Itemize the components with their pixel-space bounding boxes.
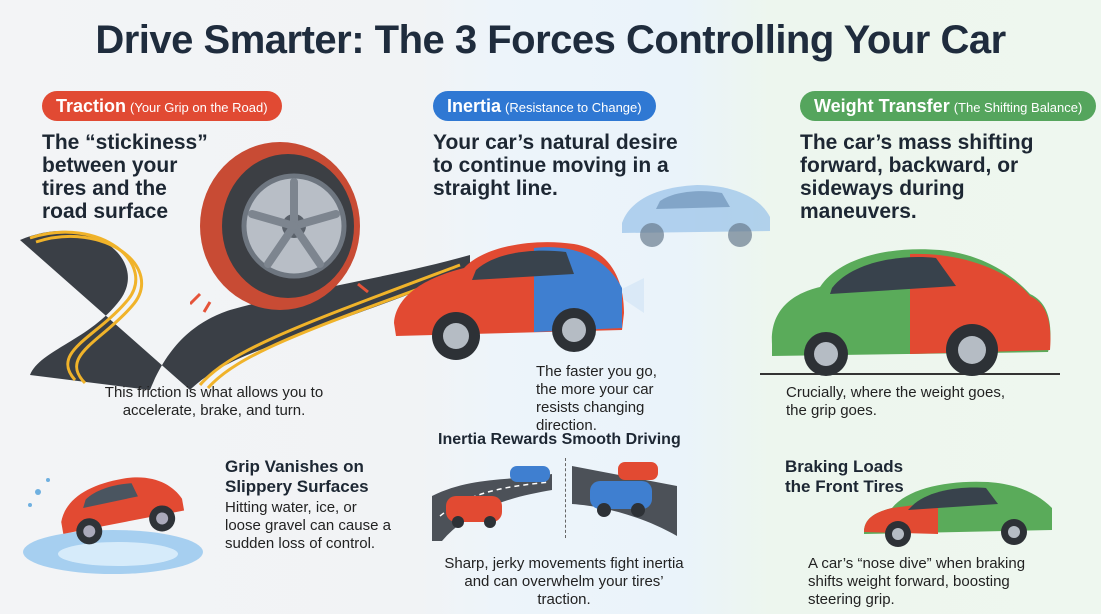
inertia-caption: The faster you go, the more your car res… (536, 363, 657, 434)
inertia-tip-text: Sharp, jerky movements fight inertia and… (444, 555, 684, 608)
weight-transfer-tip-title: Braking Loads the Front Tires (785, 457, 904, 496)
road-icon (20, 230, 470, 390)
weight-transfer-name: Weight Transfer (814, 96, 950, 116)
traction-tip-title: Grip Vanishes on Slippery Surfaces (225, 457, 369, 496)
road-icon (432, 462, 677, 541)
car-icon (760, 249, 1060, 376)
inertia-tip-title: Inertia Rewards Smooth Driving (438, 431, 681, 448)
traction-caption: This friction is what allows you to acce… (104, 384, 324, 419)
inertia-pill: Inertia(Resistance to Change) (433, 91, 656, 121)
car-icon (394, 242, 644, 360)
car-icon (622, 185, 770, 247)
traction-pill: Traction(Your Grip on the Road) (42, 91, 282, 121)
page-title: Drive Smarter: The 3 Forces Controlling … (95, 18, 1006, 62)
weight-transfer-lead: The car’s mass shifting forward, backwar… (800, 131, 1034, 223)
inertia-lead: Your car’s natural desire to continue mo… (433, 131, 678, 200)
inertia-name: Inertia (447, 96, 502, 116)
tire-icon (190, 142, 369, 313)
traction-subtitle: (Your Grip on the Road) (130, 100, 268, 115)
weight-transfer-tip-text: A car’s “nose dive” when braking shifts … (808, 555, 1026, 608)
car-icon (864, 481, 1052, 547)
traction-lead: The “stickiness” between your tires and … (42, 131, 208, 223)
comparison-divider (565, 458, 566, 538)
weight-transfer-pill: Weight Transfer(The Shifting Balance) (800, 91, 1097, 121)
weight-transfer-caption: Crucially, where the weight goes, the gr… (786, 384, 1005, 419)
traction-name: Traction (56, 96, 127, 116)
weight-transfer-subtitle: (The Shifting Balance) (953, 100, 1083, 115)
water-splash-icon (23, 477, 203, 574)
traction-tip-text: Hitting water, ice, or loose gravel can … (225, 499, 391, 552)
inertia-subtitle: (Resistance to Change) (505, 100, 642, 115)
